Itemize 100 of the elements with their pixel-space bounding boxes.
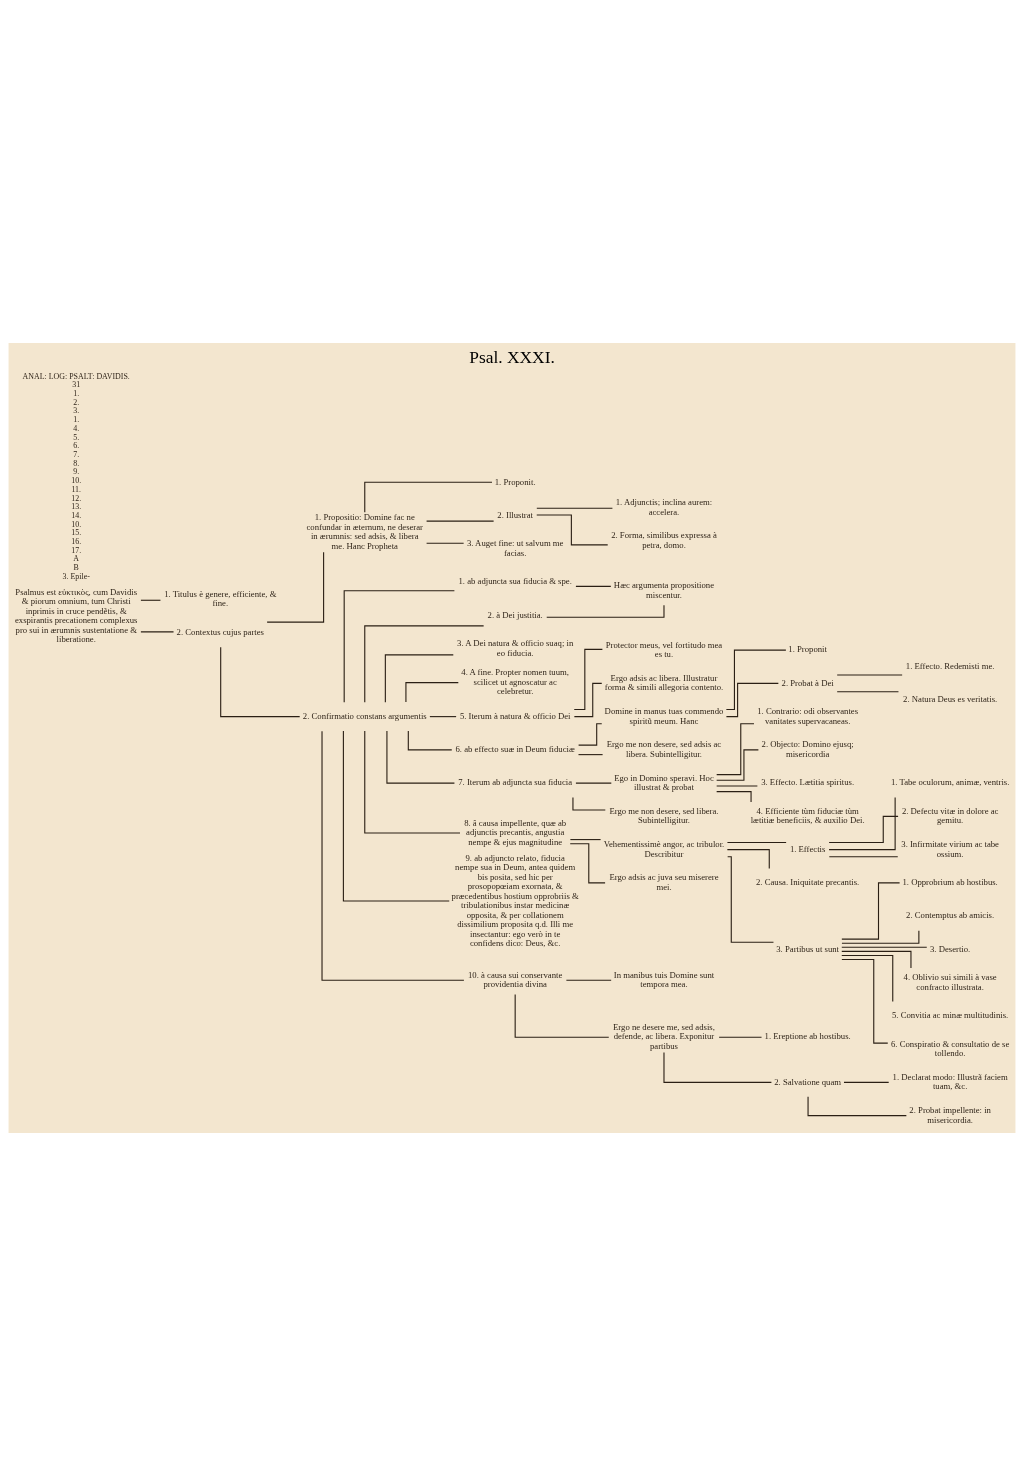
- connector: [342, 730, 450, 902]
- node-text: 1. Proponit.: [494, 476, 536, 487]
- connector: [841, 954, 894, 1003]
- connector: [663, 1051, 772, 1083]
- connector: [426, 520, 495, 522]
- node-text: 8. â causa impellente, quæ ab adjunctis precantis, angustia nempe & ejus magnitudine: [464, 817, 567, 847]
- node-text: 3. A Dei natura & officio suaq; in eo fiducia.: [457, 638, 574, 658]
- label: 10.: [71, 476, 82, 486]
- label: 6.: [73, 441, 80, 451]
- connector: [364, 730, 461, 834]
- connector: [386, 730, 455, 784]
- connector: [220, 646, 301, 718]
- label: 15.: [71, 528, 82, 538]
- connector: [573, 648, 603, 711]
- node-text: 2. Natura Deus es veritatis.: [903, 694, 998, 705]
- connector: [343, 590, 455, 703]
- label: 11.: [71, 484, 82, 494]
- node-text: Ego in Domino speravi. Hoc illustrat & probat: [614, 772, 714, 793]
- node-text: 2. Probat impellente: in misericordia.: [909, 1105, 991, 1125]
- node-text: Domine in manus tuas commendo spiritũ meum. Hanc: [604, 706, 724, 726]
- connector: [575, 585, 612, 587]
- node-text: 1. Ereptione ab hostibus.: [764, 1031, 851, 1042]
- connector: [726, 849, 770, 870]
- node-text: 1. Propositio: Domine fac ne confundar in æternum, ne deserar in ærumnis: sed adsis, & libera me. Hanc Propheta: [306, 512, 424, 551]
- node-text: 2. Probat à Dei: [781, 677, 834, 688]
- node-text: In manibus tuis Domine sunt tempora mea.: [613, 969, 715, 990]
- label: 17.: [71, 545, 82, 555]
- node-text: 3. Partibus ut sunt: [776, 943, 840, 954]
- connector: [828, 797, 896, 851]
- connector: [841, 930, 920, 944]
- node-text: Vehementissimè angor, ac tribulor. Describitur: [603, 839, 725, 859]
- node-text: 7. Iterum ab adjuncta sua fiducia: [458, 777, 573, 788]
- connector: [364, 481, 493, 513]
- connector: [577, 754, 604, 756]
- connector: [836, 691, 900, 693]
- connector: [716, 723, 755, 776]
- connector: [841, 946, 928, 948]
- node-text: 1. ab adjuncta sua fiducia & spe.: [458, 576, 572, 587]
- label: A: [73, 554, 80, 564]
- node-text: 4. A fine. Propter nomen tuum, scilicet ut agnoscatur ac celebretur.: [461, 667, 569, 697]
- node-text: 4. Efficiente tùm fiduciæ tùm lætitiæ beneficiis, & auxilio Dei.: [750, 805, 865, 826]
- node-text: 1. Effecto. Redemisti me.: [905, 660, 995, 671]
- label: ANAL: LOG: PSALT: DAVIDIS.: [22, 371, 130, 381]
- node-text: 5. Iterum à natura & officio Dei: [459, 710, 571, 721]
- connector: [407, 730, 453, 751]
- connector: [429, 716, 457, 718]
- node-text: 2. Defectu vitæ in dolore ac gemitu.: [901, 805, 999, 826]
- node-text: Hæc argumenta propositione miscentur.: [613, 580, 715, 600]
- label: 5.: [73, 432, 80, 442]
- node-text: 3. Auget fine: ut salvum me facias.: [466, 538, 564, 558]
- label: 8.: [73, 458, 80, 468]
- label: B: [73, 563, 79, 573]
- node-text: 6. ab effecto suæ in Deum fiduciæ: [455, 744, 575, 755]
- connector: [841, 882, 901, 940]
- connector: [843, 1081, 890, 1083]
- connector: [565, 979, 612, 981]
- label: 31: [72, 380, 81, 390]
- node-text: 6. Conspiratio & consultatio de se tollendo.: [891, 1038, 1010, 1059]
- connector: [716, 791, 752, 803]
- label: 3.: [73, 406, 80, 416]
- connector: [828, 856, 899, 858]
- node-text: 1. Contrario: odi observantes vanitates supervacaneas.: [757, 706, 859, 726]
- connector: [726, 841, 787, 844]
- node-text: 1. Titulus è genere, efficiente, & fine.: [164, 588, 277, 609]
- node-text: Ergo ne desere me, sed adsis, defende, ac libera. Exponitur partibus: [613, 1021, 715, 1051]
- node-text: 10. à causa sui conservante providentia divina: [468, 969, 563, 990]
- connector: [575, 782, 612, 784]
- node-text: 2. Forma, similibus expressa à petra, domo.: [611, 530, 717, 550]
- node-text: Ergo me non desere, sed adsis ac libera. Subintelligitur.: [606, 739, 722, 759]
- connector: [405, 682, 459, 703]
- connector: [140, 599, 161, 601]
- label: 16.: [71, 537, 82, 547]
- label: 13.: [71, 502, 82, 512]
- connector: [266, 551, 325, 623]
- connector: [725, 649, 787, 711]
- label: 1.: [73, 415, 80, 425]
- connector: [569, 839, 602, 841]
- node-text: 5. Convitia ac minæ multitudinis.: [891, 1010, 1009, 1021]
- node-text: 1. Declarat modo: Illustrã faciem tuam, &c.: [892, 1071, 1008, 1092]
- node-text: 4. Oblivio sui simili à vase confracto illustrata.: [903, 972, 997, 992]
- diagram-title: Psal. XXXI.: [469, 347, 555, 368]
- label: 10.: [71, 519, 82, 529]
- connector: [727, 856, 775, 943]
- node-text: 2. Illustrat: [497, 509, 534, 520]
- label: 3. Epile-: [62, 571, 90, 581]
- node-text: 2. Salvatione quam: [774, 1076, 842, 1087]
- connector: [514, 994, 610, 1038]
- connector: [384, 654, 454, 703]
- label: 1.: [73, 389, 80, 399]
- node-text: Ergo me non desere, sed libera. Subintelligitur.: [609, 805, 719, 826]
- label: 12.: [71, 493, 82, 503]
- node-text: Ergo adsis ac juva seu miserere mei.: [609, 872, 719, 892]
- node-text: 1. Proponit: [788, 644, 827, 655]
- node-text: 2. Contemptus ab amicis.: [906, 910, 995, 921]
- node-text: 3. Effecto. Lætitia spiritus.: [761, 777, 855, 788]
- node-text: Protector meus, vel fortitudo mea es tu.: [605, 639, 723, 660]
- node-text: Psalmus est εὐκτικὸς, cum Davidis & piorum omnium, tum Christi inprimis in cruce pendẽtis, & exspirantis precationem complexus pro sui in ærumnis sustentatione & liberatione.: [14, 586, 138, 645]
- connector: [140, 631, 175, 633]
- node-text: 2. Confirmatio constans argumentis: [302, 710, 427, 721]
- connector: [578, 723, 603, 746]
